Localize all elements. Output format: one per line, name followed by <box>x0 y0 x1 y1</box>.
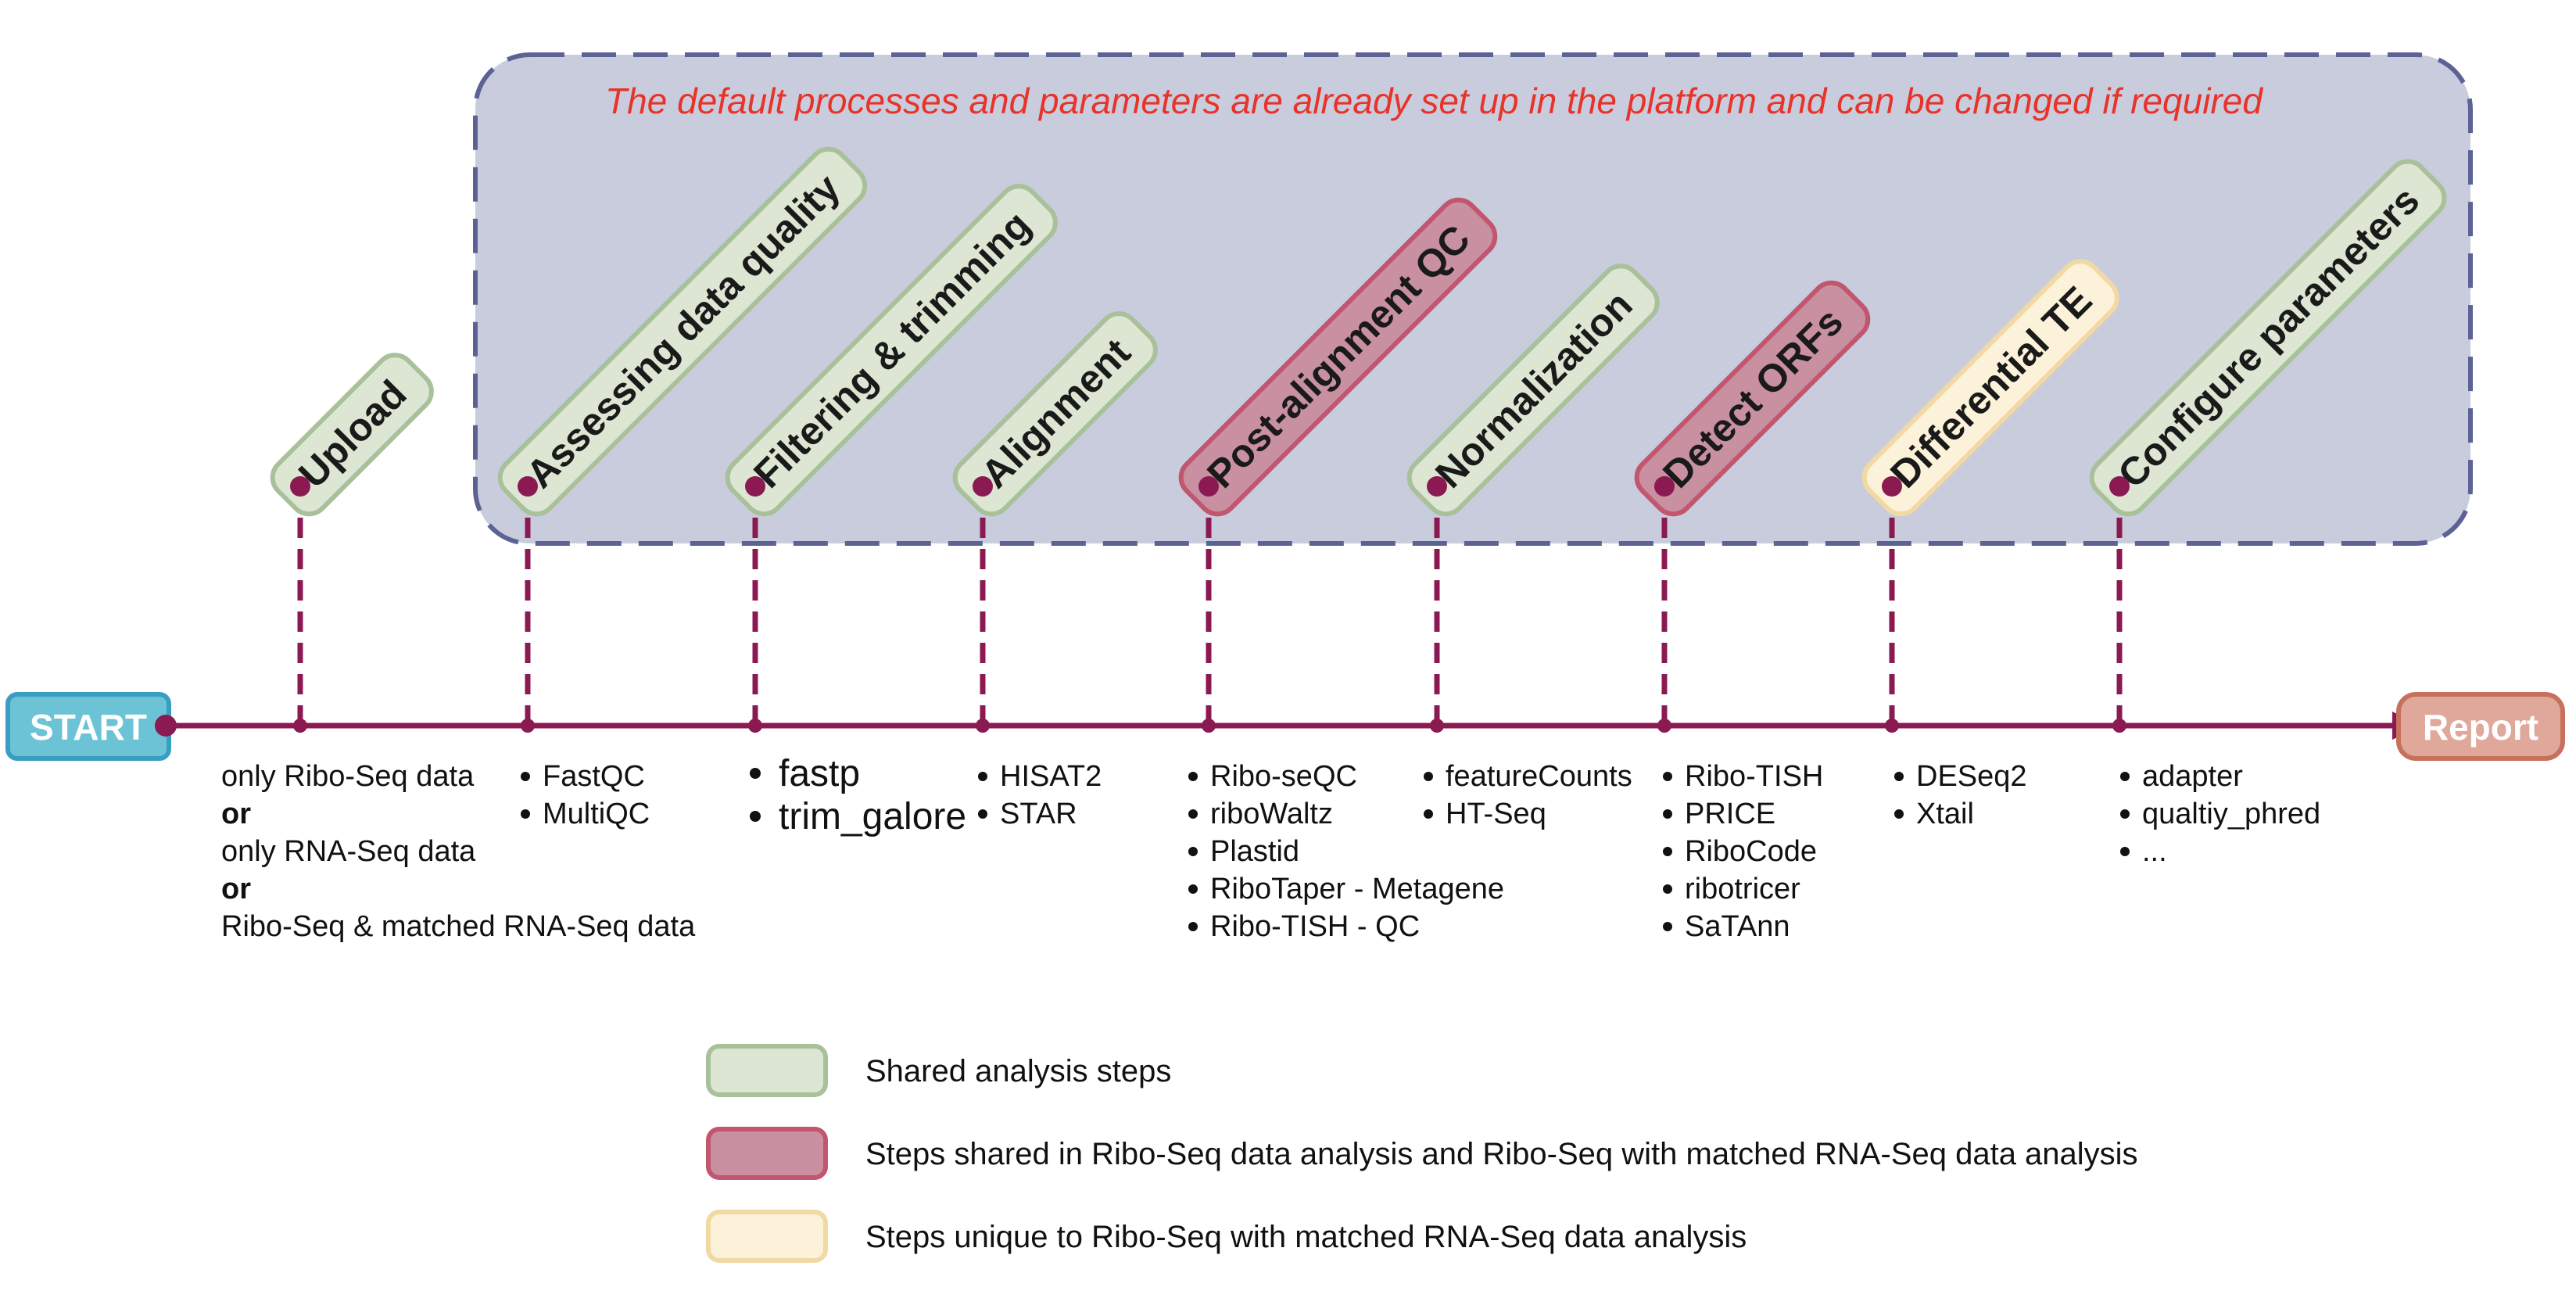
tool-item-hisat2: HISAT2 <box>1000 760 1102 793</box>
timeline-node-post-alignment-qc <box>1202 719 1216 733</box>
tool-item-qualtiy-phred: qualtiy_phred <box>2142 798 2320 830</box>
step-tag-box <box>1178 197 1498 517</box>
legend-label-shared: Shared analysis steps <box>865 1054 1171 1088</box>
tool-bullet <box>2120 809 2130 819</box>
step-tag-box <box>1634 280 1871 517</box>
step-marker-dot <box>290 476 310 497</box>
tool-item-plastid: Plastid <box>1210 835 1299 868</box>
tool-item-ribowaltz: riboWaltz <box>1210 798 1333 830</box>
upload-option-ribo: only Ribo-Seq data <box>221 760 475 793</box>
tool-item-adapter: adapter <box>2142 760 2243 793</box>
timeline-node-assessing-data-quality <box>521 719 535 733</box>
tool-bullet <box>1894 809 1904 819</box>
legend-label-ribo: Steps shared in Ribo-Seq data analysis a… <box>865 1137 2138 1171</box>
tool-bullet <box>1424 809 1433 819</box>
timeline-node-configure-parameters <box>2112 719 2126 733</box>
tool-bullet <box>1188 772 1198 781</box>
tool-bullet <box>521 809 530 819</box>
step-tag-box <box>725 184 1058 517</box>
step-tag-box <box>497 146 868 517</box>
legend-swatch-unique <box>706 1210 828 1263</box>
timeline-node-filtering-trimming <box>748 719 762 733</box>
step-marker-dot <box>1882 476 1902 497</box>
timeline-node-detect-orfs <box>1657 719 1671 733</box>
tool-bullet <box>521 772 530 781</box>
tool-bullet <box>1188 847 1198 856</box>
tool-bullet <box>750 768 761 779</box>
step-tag-upload: Upload <box>270 353 434 517</box>
start-node: START <box>5 692 171 761</box>
step-tag-box <box>1861 259 2119 517</box>
upload-option-matched: Ribo-Seq & matched RNA-Seq data <box>221 910 696 943</box>
legend-swatch-shared <box>706 1044 828 1097</box>
tool-bullet <box>1188 884 1198 894</box>
tool-bullet <box>978 772 987 781</box>
tool-bullet <box>1424 772 1433 781</box>
tool-item-ribo-seqc: Ribo-seQC <box>1210 760 1357 793</box>
tool-item-fastp: fastp <box>779 753 860 794</box>
step-marker-dot <box>1427 476 1447 497</box>
tool-item-ribo-tish-qc: Ribo-TISH - QC <box>1210 910 1420 943</box>
timeline-node-normalization <box>1430 719 1444 733</box>
tool-bullet <box>750 811 761 822</box>
step-tag-box <box>2089 159 2447 517</box>
timeline-node-differential-te <box>1885 719 1899 733</box>
panel-banner-text: The default processes and parameters are… <box>605 81 2263 121</box>
step-marker-dot <box>973 476 993 497</box>
tool-item-: ... <box>2142 835 2167 868</box>
timeline-node-upload <box>293 719 307 733</box>
tool-bullet <box>1188 809 1198 819</box>
tool-item-satann: SaTAnn <box>1685 910 1790 943</box>
tool-item-ht-seq: HT-Seq <box>1446 798 1546 830</box>
timeline-node-alignment <box>976 719 990 733</box>
tool-item-ribo-tish: Ribo-TISH <box>1685 760 1823 793</box>
tool-bullet <box>1663 884 1672 894</box>
tool-bullet <box>1663 922 1672 931</box>
report-label: Report <box>2423 707 2538 748</box>
upload-option-rna: only RNA-Seq data <box>221 835 476 868</box>
tool-bullet <box>2120 847 2130 856</box>
step-tag-box <box>952 311 1158 517</box>
tool-item-ribocode: RiboCode <box>1685 835 1817 868</box>
legend-item-unique: Steps unique to Ribo-Seq with matched RN… <box>706 1210 1747 1263</box>
step-marker-dot <box>2109 476 2130 497</box>
legend-item-ribo: Steps shared in Ribo-Seq data analysis a… <box>706 1127 2138 1180</box>
upload-option-or: or <box>221 798 251 830</box>
tool-bullet <box>978 809 987 819</box>
tool-item-multiqc: MultiQC <box>543 798 650 830</box>
tool-bullet <box>1894 772 1904 781</box>
tool-bullet <box>1663 809 1672 819</box>
tool-item-price: PRICE <box>1685 798 1775 830</box>
tool-bullet <box>1188 922 1198 931</box>
upload-option-or: or <box>221 873 251 905</box>
step-marker-dot <box>1654 476 1675 497</box>
start-marker <box>155 715 177 737</box>
legend-label-unique: Steps unique to Ribo-Seq with matched RN… <box>865 1220 1747 1254</box>
tool-item-trim-galore: trim_galore <box>779 796 966 837</box>
step-tag-box <box>1406 264 1660 517</box>
tool-item-ribotricer: ribotricer <box>1685 873 1800 905</box>
legend-swatch-ribo <box>706 1127 828 1180</box>
tool-item-ribotaper-metagene: RiboTaper - Metagene <box>1210 873 1504 905</box>
upload-options: only Ribo-Seq data or only RNA-Seq data … <box>221 760 696 943</box>
tool-item-xtail: Xtail <box>1916 798 1974 830</box>
tool-bullet <box>2120 772 2130 781</box>
tool-item-deseq2: DESeq2 <box>1916 760 2027 793</box>
step-tag-box <box>270 353 434 517</box>
start-label: START <box>30 707 147 748</box>
step-marker-dot <box>745 476 765 497</box>
legend-item-shared: Shared analysis steps <box>706 1044 1171 1097</box>
tool-item-featurecounts: featureCounts <box>1446 760 1632 793</box>
tool-item-fastqc: FastQC <box>543 760 645 793</box>
tool-bullet <box>1663 847 1672 856</box>
report-node: Report <box>2396 692 2565 761</box>
tool-bullet <box>1663 772 1672 781</box>
tool-item-star: STAR <box>1000 798 1077 830</box>
step-marker-dot <box>518 476 538 497</box>
step-marker-dot <box>1198 476 1219 497</box>
